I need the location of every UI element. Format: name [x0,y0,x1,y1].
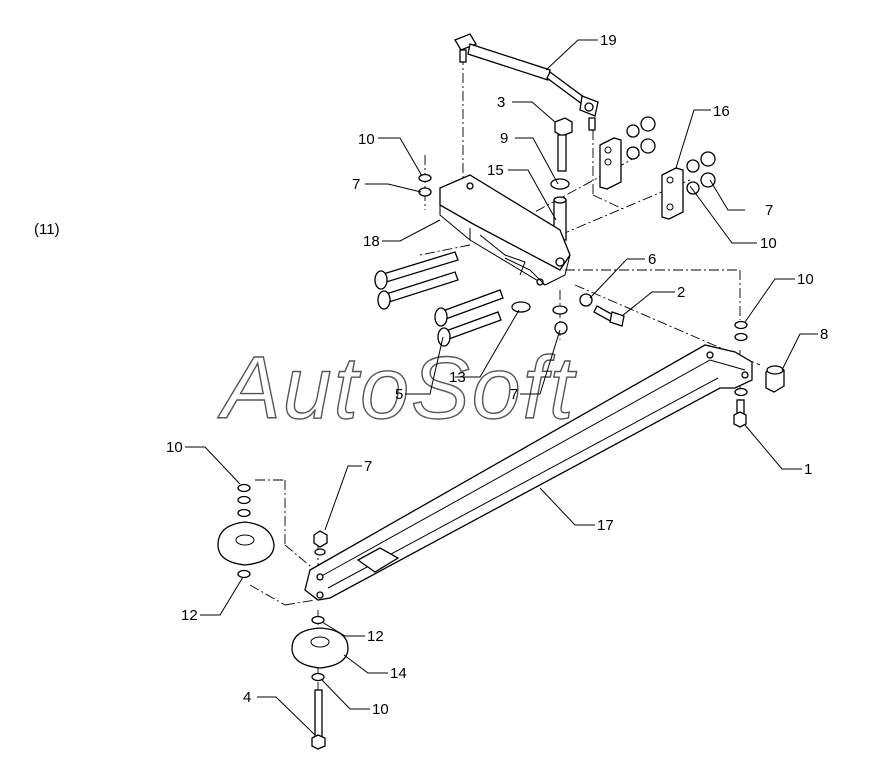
callout-9: 9 [500,130,508,147]
bolt-4 [311,689,326,750]
callout-3: 3 [497,94,505,111]
nuts-and-washers [626,116,716,195]
washer-stack-upper [418,173,432,197]
washer-stack-right [734,320,748,397]
nut-6 [579,293,593,307]
note-label: (11) [34,221,60,238]
callout-2: 2 [677,284,685,301]
callout-10-left: 10 [166,439,183,456]
callout-10-upper-right: 10 [760,235,777,252]
callout-19: 19 [600,32,617,49]
callout-10-upper-left: 10 [358,131,375,148]
callout-6: 6 [648,251,656,268]
callout-8: 8 [820,326,828,343]
nut-7-mid [554,321,568,335]
callout-7-middle: 7 [510,386,518,403]
callout-12-lower: 12 [367,628,384,645]
callout-13: 13 [449,369,466,386]
washer-9 [550,178,570,190]
washer-12-upper [237,569,251,579]
callout-4: 4 [243,689,251,706]
rubber-mount-14 [291,627,349,669]
callout-14: 14 [390,665,407,682]
bracket-18 [439,174,571,286]
washer-7-mid [552,305,568,315]
callout-15: 15 [487,162,504,179]
spacer-8 [765,365,785,393]
washer-10-lower [311,672,325,682]
callout-10-lower: 10 [372,701,389,718]
callout-1: 1 [804,461,812,478]
callout-7-upper-right: 7 [765,202,773,219]
washer-stack-left [237,483,251,518]
callout-12-left: 12 [181,607,198,624]
bolt-1 [733,399,747,428]
bolt-2 [593,305,625,327]
callout-18: 18 [363,233,380,250]
rubber-mount-upper [217,521,275,566]
arm-17 [304,344,753,601]
washer-12-lower [311,615,325,625]
nut-7-lower [313,530,328,556]
watermark: AutoSoft [217,338,577,437]
callout-10-right: 10 [797,271,814,288]
leader-lines [185,39,818,736]
callout-17: 17 [597,517,614,534]
washer-13 [511,301,531,313]
callout-7-lower: 7 [364,458,372,475]
long-bolts [374,251,504,347]
callout-5: 5 [395,386,403,403]
gas-strut [454,33,599,131]
plate-16 [599,137,684,220]
callout-7-upper-left: 7 [352,176,360,193]
bolt-3 [554,117,573,172]
callout-16: 16 [713,103,730,120]
callout-labels: 19 3 9 16 10 15 7 7 10 18 6 2 10 8 13 5 … [166,32,828,718]
